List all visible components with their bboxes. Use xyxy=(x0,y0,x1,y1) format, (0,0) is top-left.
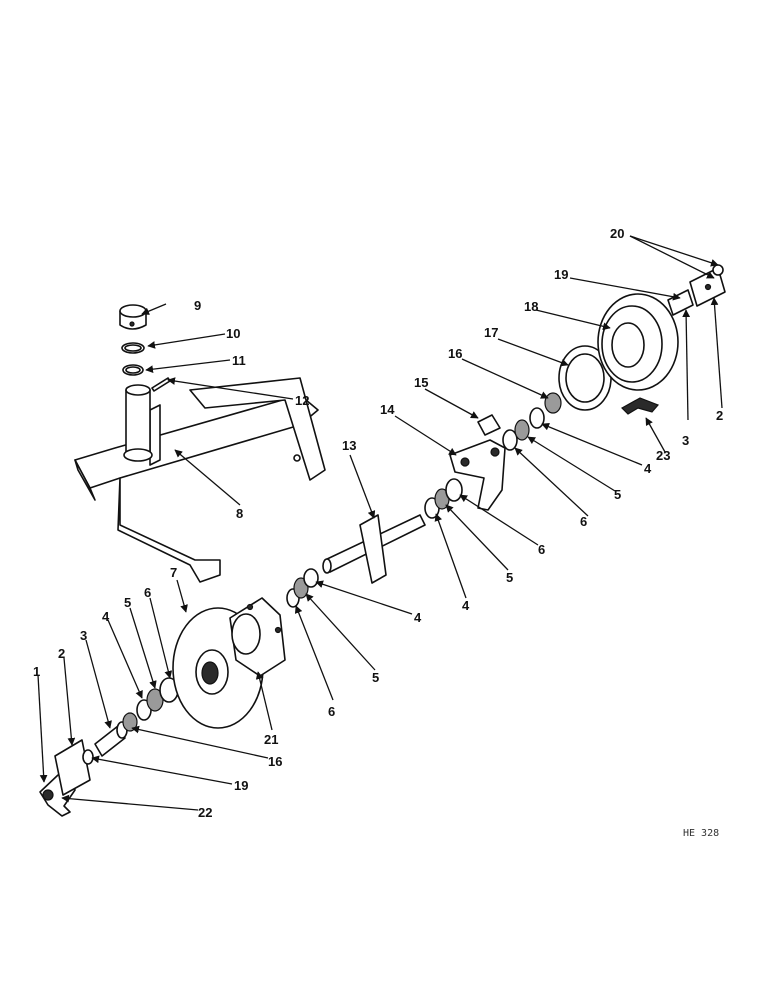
callout-22: 22 xyxy=(198,805,212,820)
callout-12: 12 xyxy=(295,393,309,408)
callout-5-right-b: 5 xyxy=(506,570,513,585)
callout-16-left: 16 xyxy=(268,754,282,769)
callout-6-right-a: 6 xyxy=(580,514,587,529)
callout-4-right-a: 4 xyxy=(644,461,652,476)
callout-5: 5 xyxy=(124,595,131,610)
callout-3: 3 xyxy=(80,628,87,643)
callout-20: 20 xyxy=(610,226,624,241)
callout-4-center: 4 xyxy=(414,610,422,625)
frame-assembly xyxy=(74,377,326,583)
leader-lines xyxy=(37,235,723,811)
figure-reference: HE 328 xyxy=(683,828,719,839)
callout-labels: 1 2 3 4 5 6 7 8 9 10 11 12 13 14 15 16 1… xyxy=(33,226,723,820)
left-hub-stack xyxy=(39,597,286,817)
callout-6-center: 6 xyxy=(328,704,335,719)
callout-6: 6 xyxy=(144,585,151,600)
callout-6-right-b: 6 xyxy=(538,542,545,557)
right-hub-stack xyxy=(449,264,726,511)
callout-5-center: 5 xyxy=(372,670,379,685)
callout-21: 21 xyxy=(264,732,278,747)
callout-4: 4 xyxy=(102,609,110,624)
callout-7: 7 xyxy=(170,565,177,580)
callout-23: 23 xyxy=(656,448,670,463)
callout-2: 2 xyxy=(58,646,65,661)
callout-2-right: 2 xyxy=(716,408,723,423)
callout-8: 8 xyxy=(236,506,243,521)
axle-stack xyxy=(286,478,463,608)
callout-19-left: 19 xyxy=(234,778,248,793)
callout-10: 10 xyxy=(226,326,240,341)
callout-9: 9 xyxy=(194,298,201,313)
callout-11: 11 xyxy=(232,353,246,368)
callout-3-right: 3 xyxy=(682,433,689,448)
callout-1: 1 xyxy=(33,664,40,679)
callout-18: 18 xyxy=(524,299,538,314)
callout-13: 13 xyxy=(342,438,356,453)
callout-17: 17 xyxy=(484,325,498,340)
callout-14: 14 xyxy=(380,402,395,417)
post-cap-parts xyxy=(119,304,171,392)
callout-15: 15 xyxy=(414,375,428,390)
callout-16-right: 16 xyxy=(448,346,462,361)
callout-4-right-b: 4 xyxy=(462,598,470,613)
callout-19-right: 19 xyxy=(554,267,568,282)
callout-5-right-a: 5 xyxy=(614,487,621,502)
